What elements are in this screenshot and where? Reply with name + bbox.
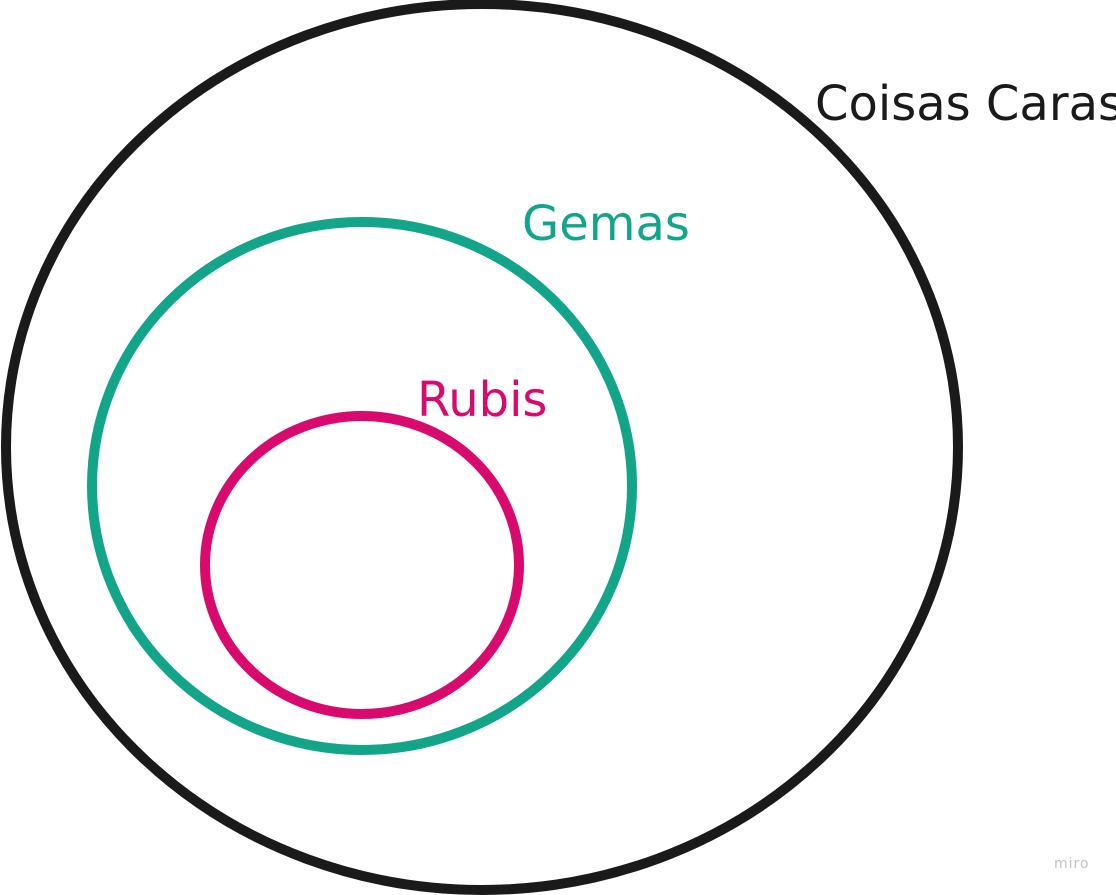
inner-set-label: Rubis xyxy=(417,372,547,428)
outer-set-label: Coisas Caras xyxy=(815,76,1116,132)
middle-set-label: Gemas xyxy=(522,196,690,252)
miro-watermark: miro xyxy=(1054,856,1090,872)
set-gemas: Gemas xyxy=(87,196,690,755)
middle-set-ellipse xyxy=(87,217,637,755)
inner-set-ellipse xyxy=(200,411,524,719)
outer-set-ellipse xyxy=(1,0,963,895)
set-rubis: Rubis xyxy=(200,372,547,719)
